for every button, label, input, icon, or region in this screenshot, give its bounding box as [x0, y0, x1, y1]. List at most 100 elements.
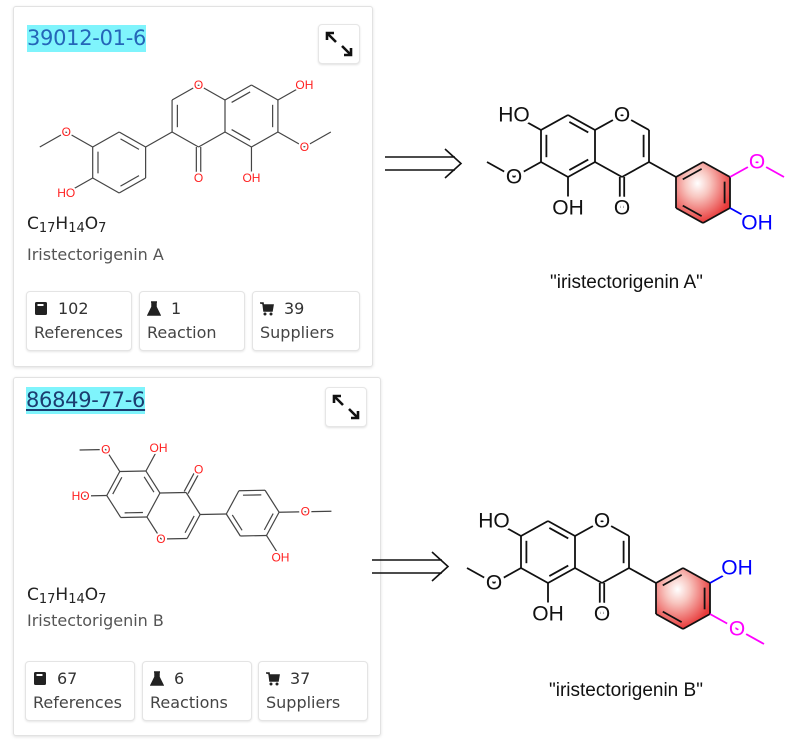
suppliers-count: 37 — [290, 669, 311, 688]
compound-name: Iristectorigenin B — [27, 611, 164, 630]
atom-label-meta: O — [749, 151, 765, 174]
bond — [601, 567, 630, 584]
reactions-label: Reaction — [147, 323, 217, 342]
atom-label-c6: O — [486, 572, 502, 595]
highlighted-ring — [676, 162, 730, 223]
flask-icon — [150, 671, 164, 686]
compound-card-iristectorigenin-a: 39012-01-6 C17H14O7 Iristectorigenin A 1… — [13, 6, 373, 367]
bond — [574, 520, 603, 537]
bond — [621, 161, 650, 178]
atom-label-carbonyl: O — [594, 603, 610, 626]
bond — [568, 158, 589, 171]
atom-label-carbonyl: O — [614, 197, 630, 220]
reaction-arrow-b — [372, 551, 450, 582]
bond — [513, 161, 542, 178]
bond — [682, 204, 703, 217]
bond — [567, 114, 596, 131]
flask-icon — [147, 301, 161, 316]
atom-label-para: O — [729, 618, 745, 641]
bond — [621, 114, 650, 131]
expand-icon — [332, 394, 360, 420]
references-label: References — [34, 323, 123, 342]
suppliers-count: 39 — [284, 299, 305, 318]
atom-label-para: OH — [741, 212, 773, 235]
molecular-formula: C17H14O7 — [27, 585, 107, 607]
bond — [702, 161, 731, 178]
bond — [520, 567, 549, 584]
references-button[interactable]: 67 References — [25, 661, 135, 721]
bond — [601, 520, 630, 537]
bond — [709, 613, 738, 630]
bond — [548, 527, 569, 540]
bond — [675, 207, 704, 224]
reactions-count: 6 — [174, 669, 185, 688]
reactions-count: 1 — [171, 299, 182, 318]
bond — [547, 567, 576, 584]
molecular-formula: C17H14O7 — [27, 214, 107, 236]
bond — [709, 567, 738, 584]
bond — [655, 613, 684, 630]
cart-icon — [260, 302, 274, 316]
book-icon — [34, 672, 46, 685]
bond — [594, 114, 623, 131]
bond — [493, 520, 522, 537]
atom-label-ring_o: O — [614, 104, 630, 127]
bond — [574, 567, 603, 584]
bond — [662, 574, 683, 587]
references-button[interactable]: 102 References — [26, 291, 132, 351]
atom-label-c5: OH — [532, 603, 564, 626]
bond — [675, 161, 704, 178]
reactions-button[interactable]: 1 Reaction — [139, 291, 245, 351]
book-icon — [35, 302, 47, 315]
bond — [594, 161, 623, 178]
expand-icon — [325, 31, 353, 57]
structure-iristectorigenin-b: HO O OH O O OH O — [466, 506, 765, 645]
bond — [702, 207, 731, 224]
structure-caption-a: "iristectorigenin A" — [550, 272, 703, 293]
cas-number-link[interactable]: 86849-77-6 — [26, 387, 146, 414]
expand-button[interactable] — [318, 24, 360, 64]
bond — [628, 567, 657, 584]
expand-button[interactable] — [325, 387, 367, 427]
bond — [513, 114, 542, 131]
structure-caption-b: "iristectorigenin B" — [549, 680, 703, 701]
bond — [682, 567, 711, 584]
bond — [540, 161, 569, 178]
bond — [486, 161, 515, 178]
bond — [466, 567, 495, 584]
highlighted-ring — [656, 568, 710, 629]
bond — [568, 121, 589, 134]
bond — [548, 564, 569, 577]
reactions-button[interactable]: 6 Reactions — [142, 661, 252, 721]
cart-icon — [266, 672, 280, 686]
atom-label-c7: HO — [478, 510, 510, 533]
bond — [682, 168, 703, 181]
bond — [547, 520, 576, 537]
cas-number-link[interactable]: 39012-01-6 — [27, 25, 147, 52]
bond — [729, 207, 758, 224]
compound-name: Iristectorigenin A — [27, 245, 164, 264]
suppliers-label: Suppliers — [266, 693, 341, 712]
bond — [493, 567, 522, 584]
bond — [756, 161, 785, 178]
bond — [567, 161, 596, 178]
bond — [682, 613, 711, 630]
atom-label-ring_o: O — [594, 510, 610, 533]
bond — [648, 161, 677, 178]
bond — [662, 610, 683, 623]
atom-label-meta: OH — [721, 557, 753, 580]
bond — [729, 161, 758, 178]
bond — [520, 520, 549, 537]
suppliers-label: Suppliers — [260, 323, 335, 342]
bond — [655, 567, 684, 584]
bond — [540, 114, 569, 131]
atom-label-c6: O — [506, 166, 522, 189]
references-count: 102 — [58, 299, 89, 318]
compound-card-iristectorigenin-b: 86849-77-6 C17H14O7 Iristectorigenin B 6… — [13, 377, 381, 736]
reactions-label: Reactions — [150, 693, 228, 712]
suppliers-button[interactable]: 39 Suppliers — [252, 291, 360, 351]
suppliers-button[interactable]: 37 Suppliers — [258, 661, 368, 721]
atom-label-c7: HO — [498, 104, 530, 127]
references-count: 67 — [57, 669, 78, 688]
